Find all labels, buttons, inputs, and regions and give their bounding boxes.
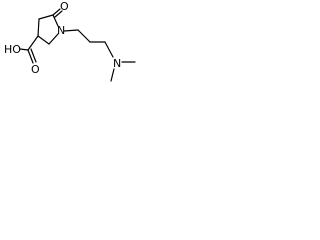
atom-label-ring-n: N bbox=[57, 24, 65, 37]
bond-c5-c4 bbox=[37, 35, 50, 45]
bond-lines bbox=[19, 8, 136, 82]
atom-label-amine-n: N bbox=[113, 57, 121, 70]
atom-label-ring-o: O bbox=[60, 0, 69, 13]
bond-c4-c3 bbox=[37, 18, 40, 37]
atom-label-acid-o: O bbox=[31, 63, 40, 76]
bond-ccooh-o-double-a bbox=[27, 49, 34, 64]
bond-ca-cb bbox=[77, 29, 91, 43]
bond-c3-c2 bbox=[38, 14, 54, 20]
bond-c4-ccooh bbox=[27, 35, 39, 51]
bond-c2-o-double-b bbox=[54, 10, 63, 18]
bond-c2-o-double-a bbox=[52, 8, 61, 16]
bond-cc-n2 bbox=[104, 41, 114, 58]
bond-n2-methyl-2 bbox=[110, 68, 115, 82]
atom-labels: N O HO O N bbox=[4, 0, 121, 76]
bond-ccooh-oh bbox=[19, 48, 29, 51]
molecule-structure: N O HO O N bbox=[4, 0, 136, 82]
bond-n1-ca bbox=[63, 29, 79, 32]
atom-label-acid-oh: HO bbox=[4, 43, 21, 56]
bond-c2-n1 bbox=[52, 14, 59, 27]
bond-n1-c5 bbox=[48, 33, 59, 45]
bond-ccooh-o-double-b bbox=[30, 48, 37, 63]
